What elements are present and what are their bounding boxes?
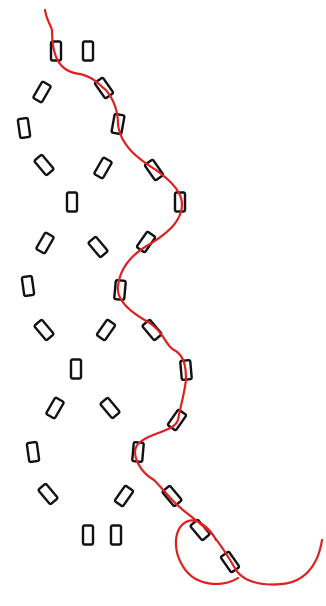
rectangle-mark: [34, 320, 54, 341]
rectangle-mark: [88, 237, 108, 258]
rectangle-mark: [100, 398, 120, 419]
traced-rectangle-mark: [83, 42, 93, 61]
traced-rectangle-mark: [142, 320, 162, 341]
rectangle-mark: [83, 526, 93, 545]
rectangle-mark: [38, 484, 58, 505]
rectangle-mark: [67, 193, 77, 212]
traced-rectangle-mark: [162, 486, 182, 507]
rectangle-mark: [94, 157, 112, 178]
rectangle-mark: [33, 81, 51, 102]
rectangle-mark: [18, 118, 31, 138]
rectangle-mark: [71, 360, 81, 379]
rectangle-mark: [46, 397, 64, 418]
rectangle-mark: [36, 232, 54, 253]
rectangle-mark: [114, 485, 133, 506]
red-trace-line: [45, 10, 322, 584]
rectangle-mark: [22, 276, 35, 296]
rectangle-mark: [27, 442, 40, 462]
rectangle-mark: [96, 319, 115, 340]
rectangle-mark: [111, 526, 121, 545]
rectangle-mark: [34, 155, 54, 176]
